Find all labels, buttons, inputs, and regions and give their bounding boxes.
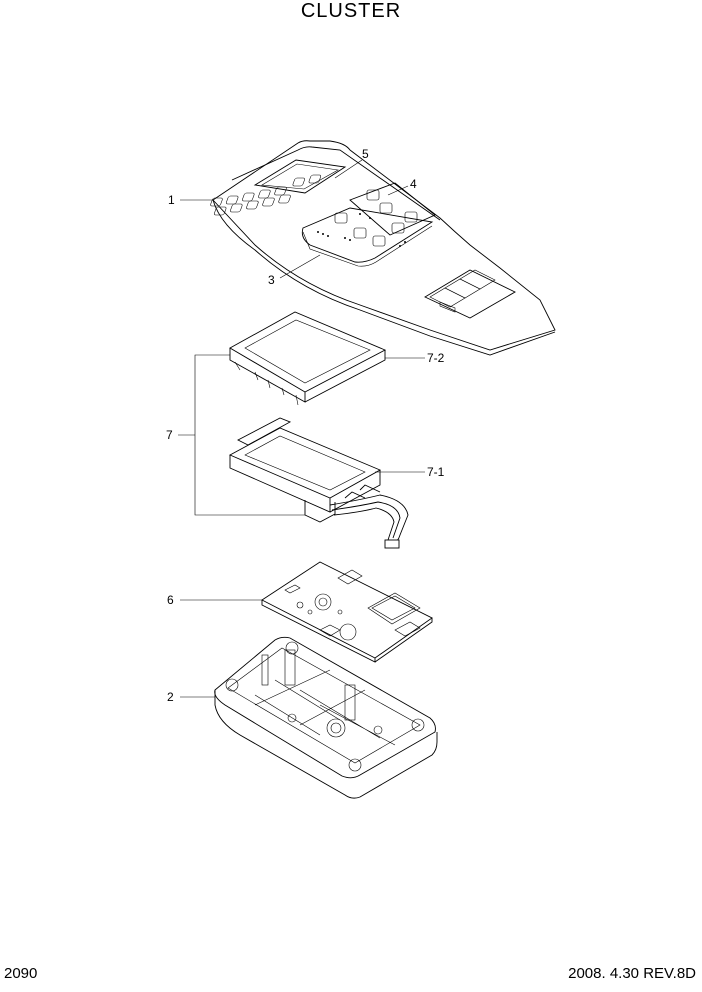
page-number: 2090 [4, 965, 38, 982]
callout-1: 1 [168, 193, 175, 207]
callout-7-1: 7-1 [427, 465, 445, 479]
page-title: CLUSTER [300, 0, 402, 22]
callout-3: 3 [268, 273, 275, 287]
callout-7: 7 [166, 428, 173, 442]
callout-7-2: 7-2 [427, 351, 445, 365]
callout-2: 2 [167, 690, 174, 704]
callout-4: 4 [410, 177, 417, 191]
lcd-module [228, 417, 409, 549]
circuit-board [261, 561, 433, 663]
cluster-cover [210, 140, 556, 356]
callout-6: 6 [167, 593, 174, 607]
revision-date: 2008. 4.30 REV.8D [568, 965, 696, 982]
lcd-frame [229, 311, 387, 406]
callout-5: 5 [362, 147, 369, 161]
leader-lines [178, 159, 425, 698]
cluster-case [214, 636, 438, 799]
